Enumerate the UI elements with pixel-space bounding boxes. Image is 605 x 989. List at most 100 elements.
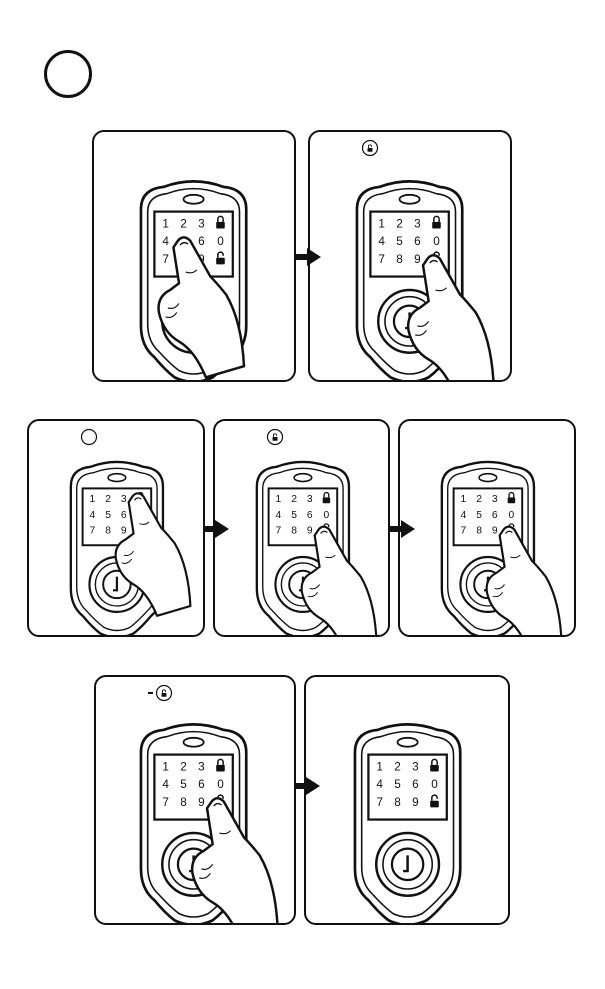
keypad-key-2: 2	[180, 760, 187, 773]
keypad-key-1: 1	[378, 217, 385, 230]
keypad-key-4: 4	[376, 778, 383, 791]
keypad-key-4: 4	[461, 510, 467, 521]
keypad-key-1: 1	[376, 760, 383, 773]
keypad-key-1: 1	[162, 217, 169, 230]
keypad-key-2: 2	[291, 494, 297, 505]
keypad-key-9: 9	[414, 253, 421, 266]
keypad-key-7: 7	[461, 525, 467, 536]
keypad-key-9: 9	[307, 525, 313, 536]
keypad-key-3: 3	[414, 217, 421, 230]
unlock-icon	[268, 430, 283, 445]
keypad-key-0: 0	[217, 778, 224, 791]
keypad-key-7: 7	[376, 796, 383, 809]
keypad-key-7: 7	[162, 796, 169, 809]
keypad-key-6: 6	[414, 235, 421, 248]
lock-sensor-window	[184, 738, 204, 747]
keypad-key-8: 8	[476, 525, 482, 536]
keypad-key-2: 2	[105, 494, 111, 505]
keypad-key-0: 0	[433, 235, 440, 248]
keypad-key-2: 2	[476, 494, 482, 505]
empty-circle-icon	[82, 430, 97, 445]
keypad-key-4: 4	[90, 510, 96, 521]
keypad-key-8: 8	[105, 525, 111, 536]
keypad-key-3: 3	[492, 494, 498, 505]
keypad-key-0: 0	[217, 235, 224, 248]
lock-sensor-window	[294, 474, 312, 482]
keypad-key-6: 6	[412, 778, 419, 791]
keypad-key-7: 7	[162, 253, 169, 266]
keypad-key-5: 5	[291, 510, 297, 521]
keypad-key-3: 3	[198, 760, 205, 773]
keypad-key-0: 0	[509, 510, 515, 521]
keypad-key-9: 9	[492, 525, 498, 536]
panel-3a: 1234560789	[94, 675, 296, 925]
keypad-key-3: 3	[121, 494, 127, 505]
keypad-key-8: 8	[180, 796, 187, 809]
keypad-key-9: 9	[412, 796, 419, 809]
panel-2b: 123 4560 789	[213, 419, 390, 637]
arrow-right-icon	[389, 520, 415, 538]
keypad-key-6: 6	[307, 510, 313, 521]
lock-sensor-window	[400, 195, 420, 204]
keypad-key-4: 4	[378, 235, 385, 248]
keypad-key-2: 2	[180, 217, 187, 230]
lock-sensor-window	[398, 738, 418, 747]
keypad-key-7: 7	[90, 525, 96, 536]
keypad-key-7: 7	[378, 253, 385, 266]
keypad-key-9: 9	[121, 525, 127, 536]
keypad-key-1: 1	[276, 494, 282, 505]
lock-sensor-window	[184, 195, 204, 204]
keypad-key-6: 6	[198, 778, 205, 791]
keypad-key-2: 2	[394, 760, 401, 773]
keypad-key-5: 5	[394, 778, 401, 791]
keypad-key-0: 0	[324, 510, 330, 521]
minus-unlock-icon	[148, 686, 172, 701]
step-number-circle	[44, 50, 92, 98]
keypad-key-8: 8	[291, 525, 297, 536]
keypad-key-5: 5	[396, 235, 403, 248]
arrow-right-icon	[295, 248, 321, 266]
keypad-key-3: 3	[198, 217, 205, 230]
keypad-key-7: 7	[276, 525, 282, 536]
keypad-key-3: 3	[307, 494, 313, 505]
lock-sensor-window	[108, 474, 126, 482]
keypad-key-3: 3	[412, 760, 419, 773]
keypad-key-8: 8	[396, 253, 403, 266]
keypad-key-5: 5	[180, 778, 187, 791]
keypad-key-5: 5	[105, 510, 111, 521]
keypad-key-4: 4	[276, 510, 282, 521]
keypad-key-4: 4	[162, 235, 169, 248]
keypad-key-1: 1	[461, 494, 467, 505]
keypad-key-6: 6	[121, 510, 127, 521]
keypad-key-5: 5	[476, 510, 482, 521]
lock-sensor-window	[479, 474, 497, 482]
arrow-right-icon	[203, 520, 229, 538]
keypad-key-8: 8	[394, 796, 401, 809]
keypad-key-0: 0	[431, 778, 438, 791]
keypad-key-6: 6	[492, 510, 498, 521]
keypad-key-6: 6	[198, 235, 205, 248]
keypad-key-1: 1	[90, 494, 96, 505]
keypad-key-4: 4	[162, 778, 169, 791]
unlock-icon	[363, 141, 378, 156]
keypad-key-2: 2	[396, 217, 403, 230]
